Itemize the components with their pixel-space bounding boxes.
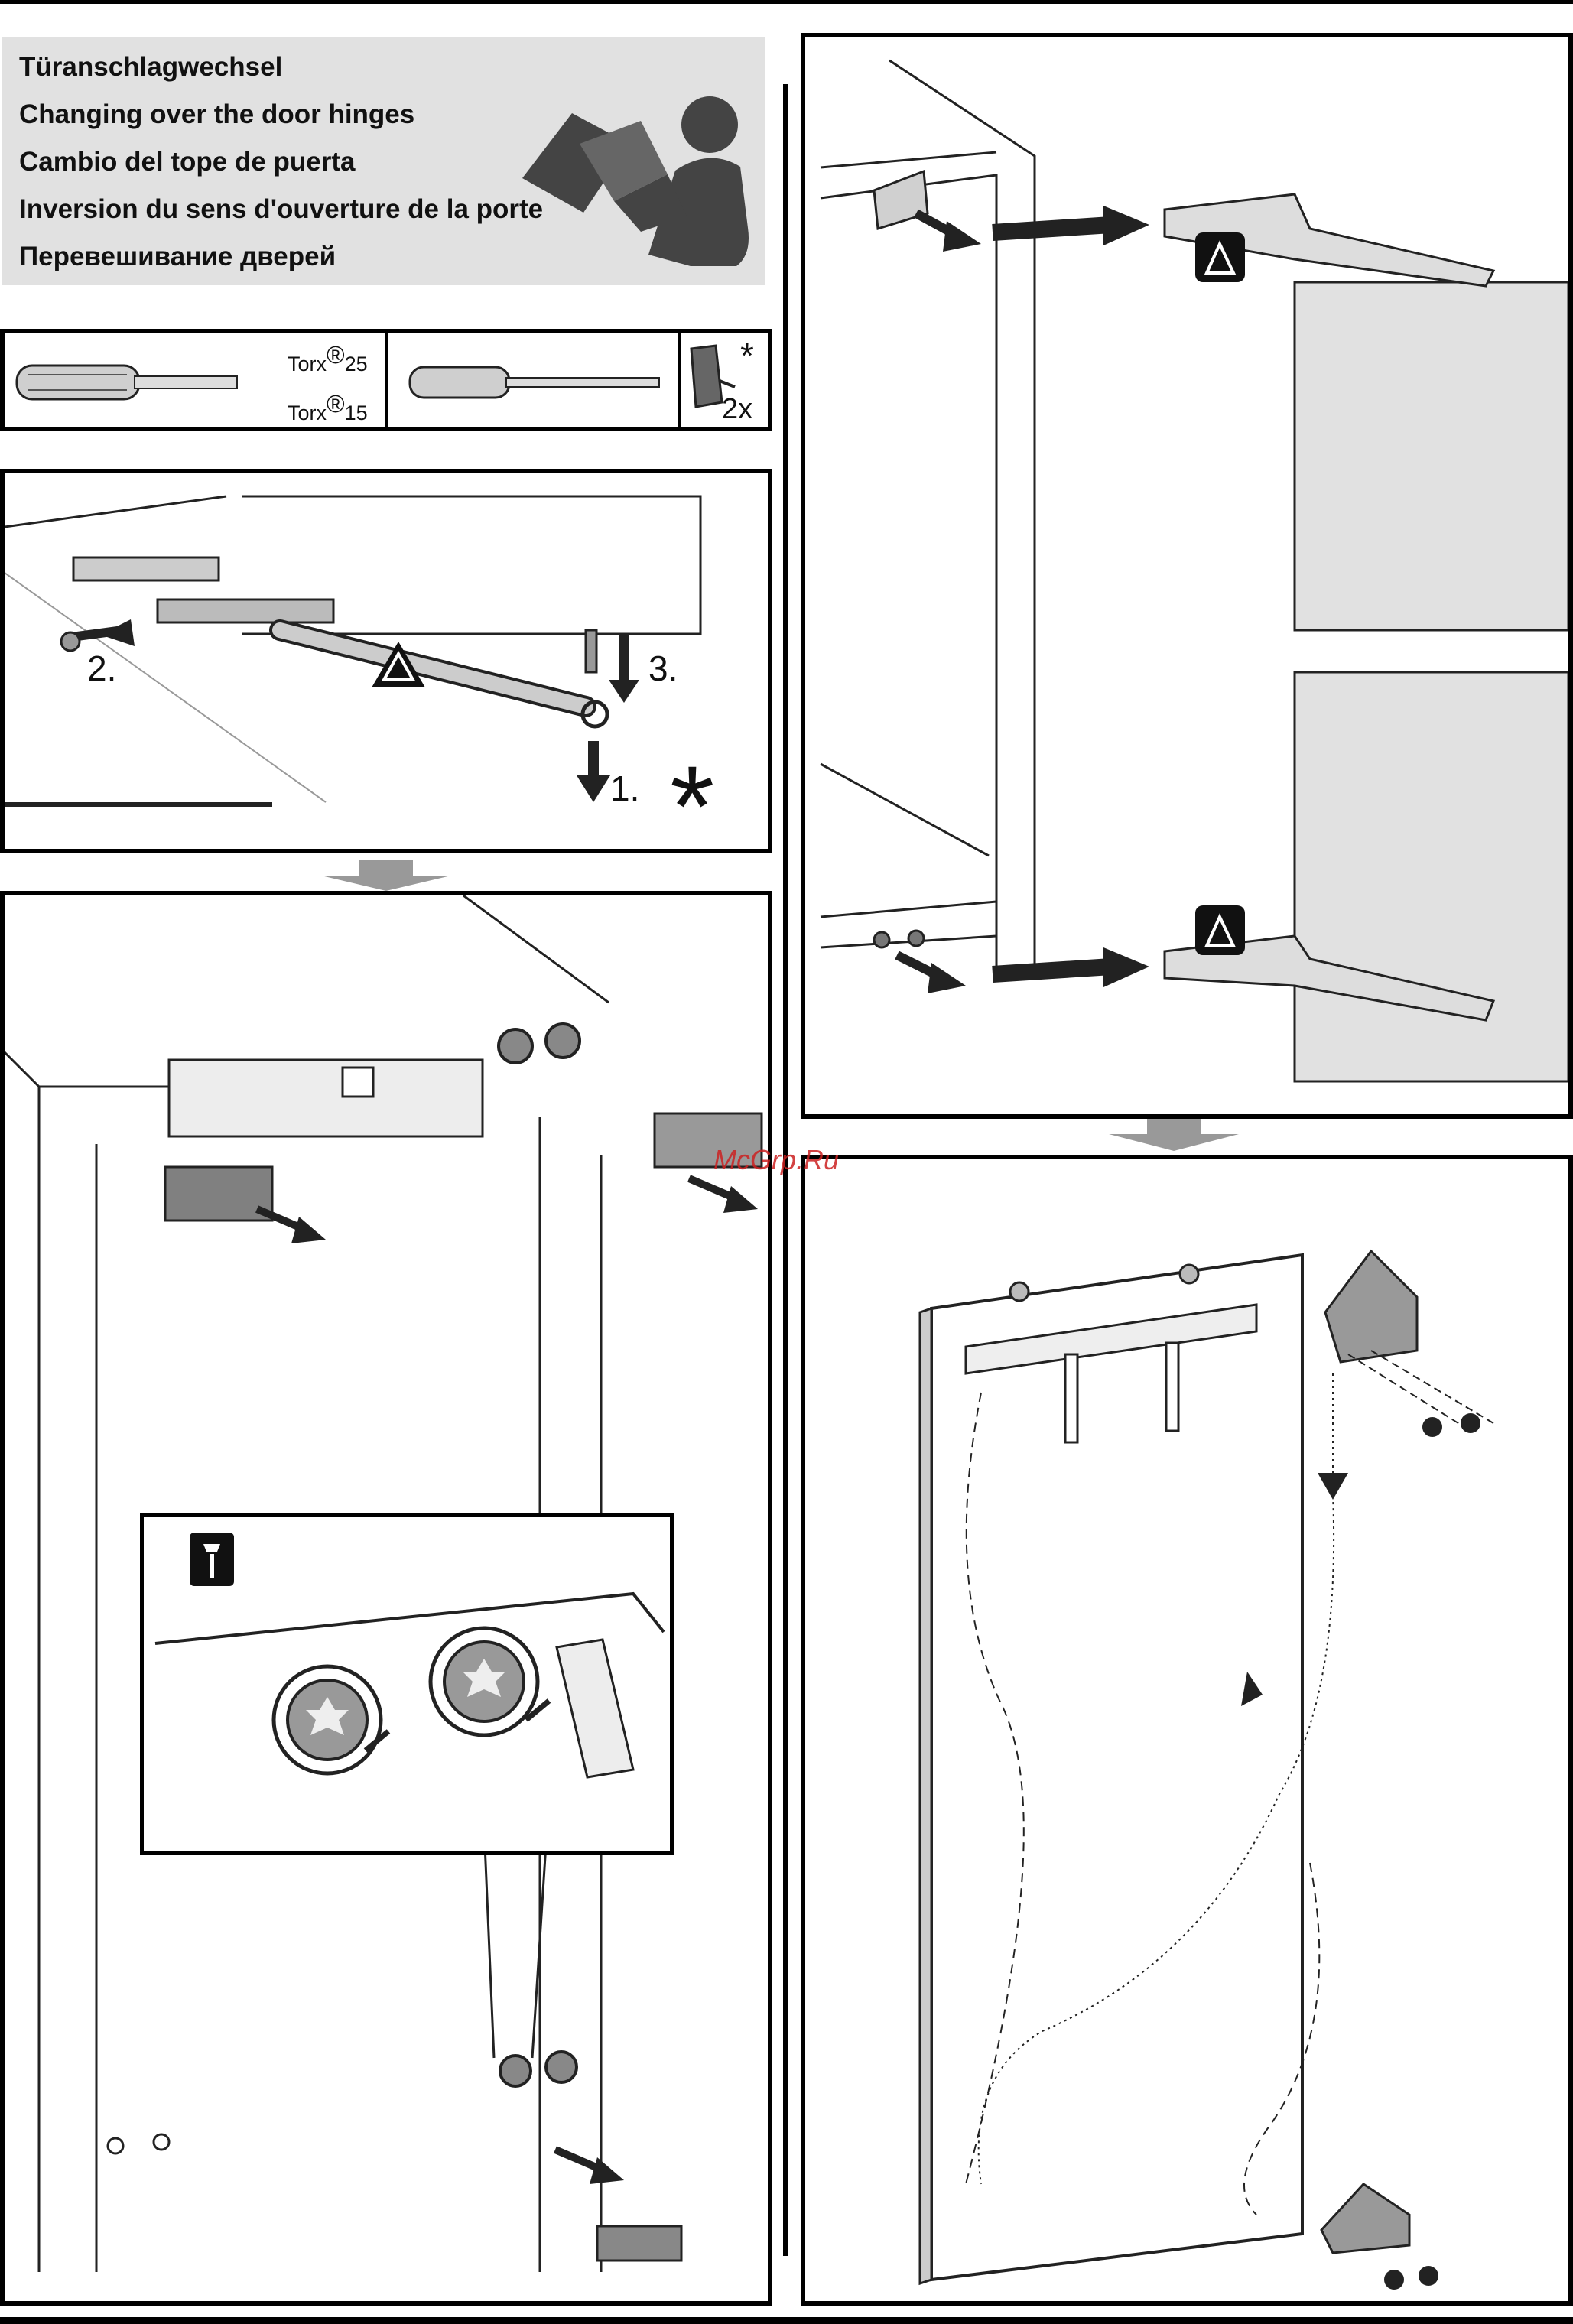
zoom-detail: [140, 1513, 674, 1855]
reading-person-icon: [2, 37, 765, 285]
step1-star: *: [670, 749, 714, 853]
watermark: McGrp.Ru: [713, 1144, 839, 1176]
door-illustration: [805, 1159, 1570, 2303]
step1-label-2: 2.: [87, 648, 116, 689]
cover-cap-icon: [5, 333, 772, 431]
tools-panel: Torx®25 Torx®15 * 2x: [0, 329, 772, 431]
step1-label-1: 1.: [610, 768, 639, 809]
step3-panel: [801, 33, 1573, 1119]
top-rule: [0, 0, 1573, 4]
step1-panel: 2. 3. 1. *: [0, 469, 772, 853]
title-box: Türanschlagwechsel Changing over the doo…: [2, 37, 765, 285]
hinge-illustration: [805, 37, 1570, 1116]
accessory-qty: 2x: [722, 393, 752, 426]
step4-panel: [801, 1155, 1573, 2306]
accessory-star: *: [740, 335, 754, 376]
bottom-rule: [0, 2317, 1573, 2324]
zoom-detail-illustration: [144, 1517, 670, 1851]
step1-label-3: 3.: [648, 648, 678, 689]
step2-panel: [0, 891, 772, 2306]
